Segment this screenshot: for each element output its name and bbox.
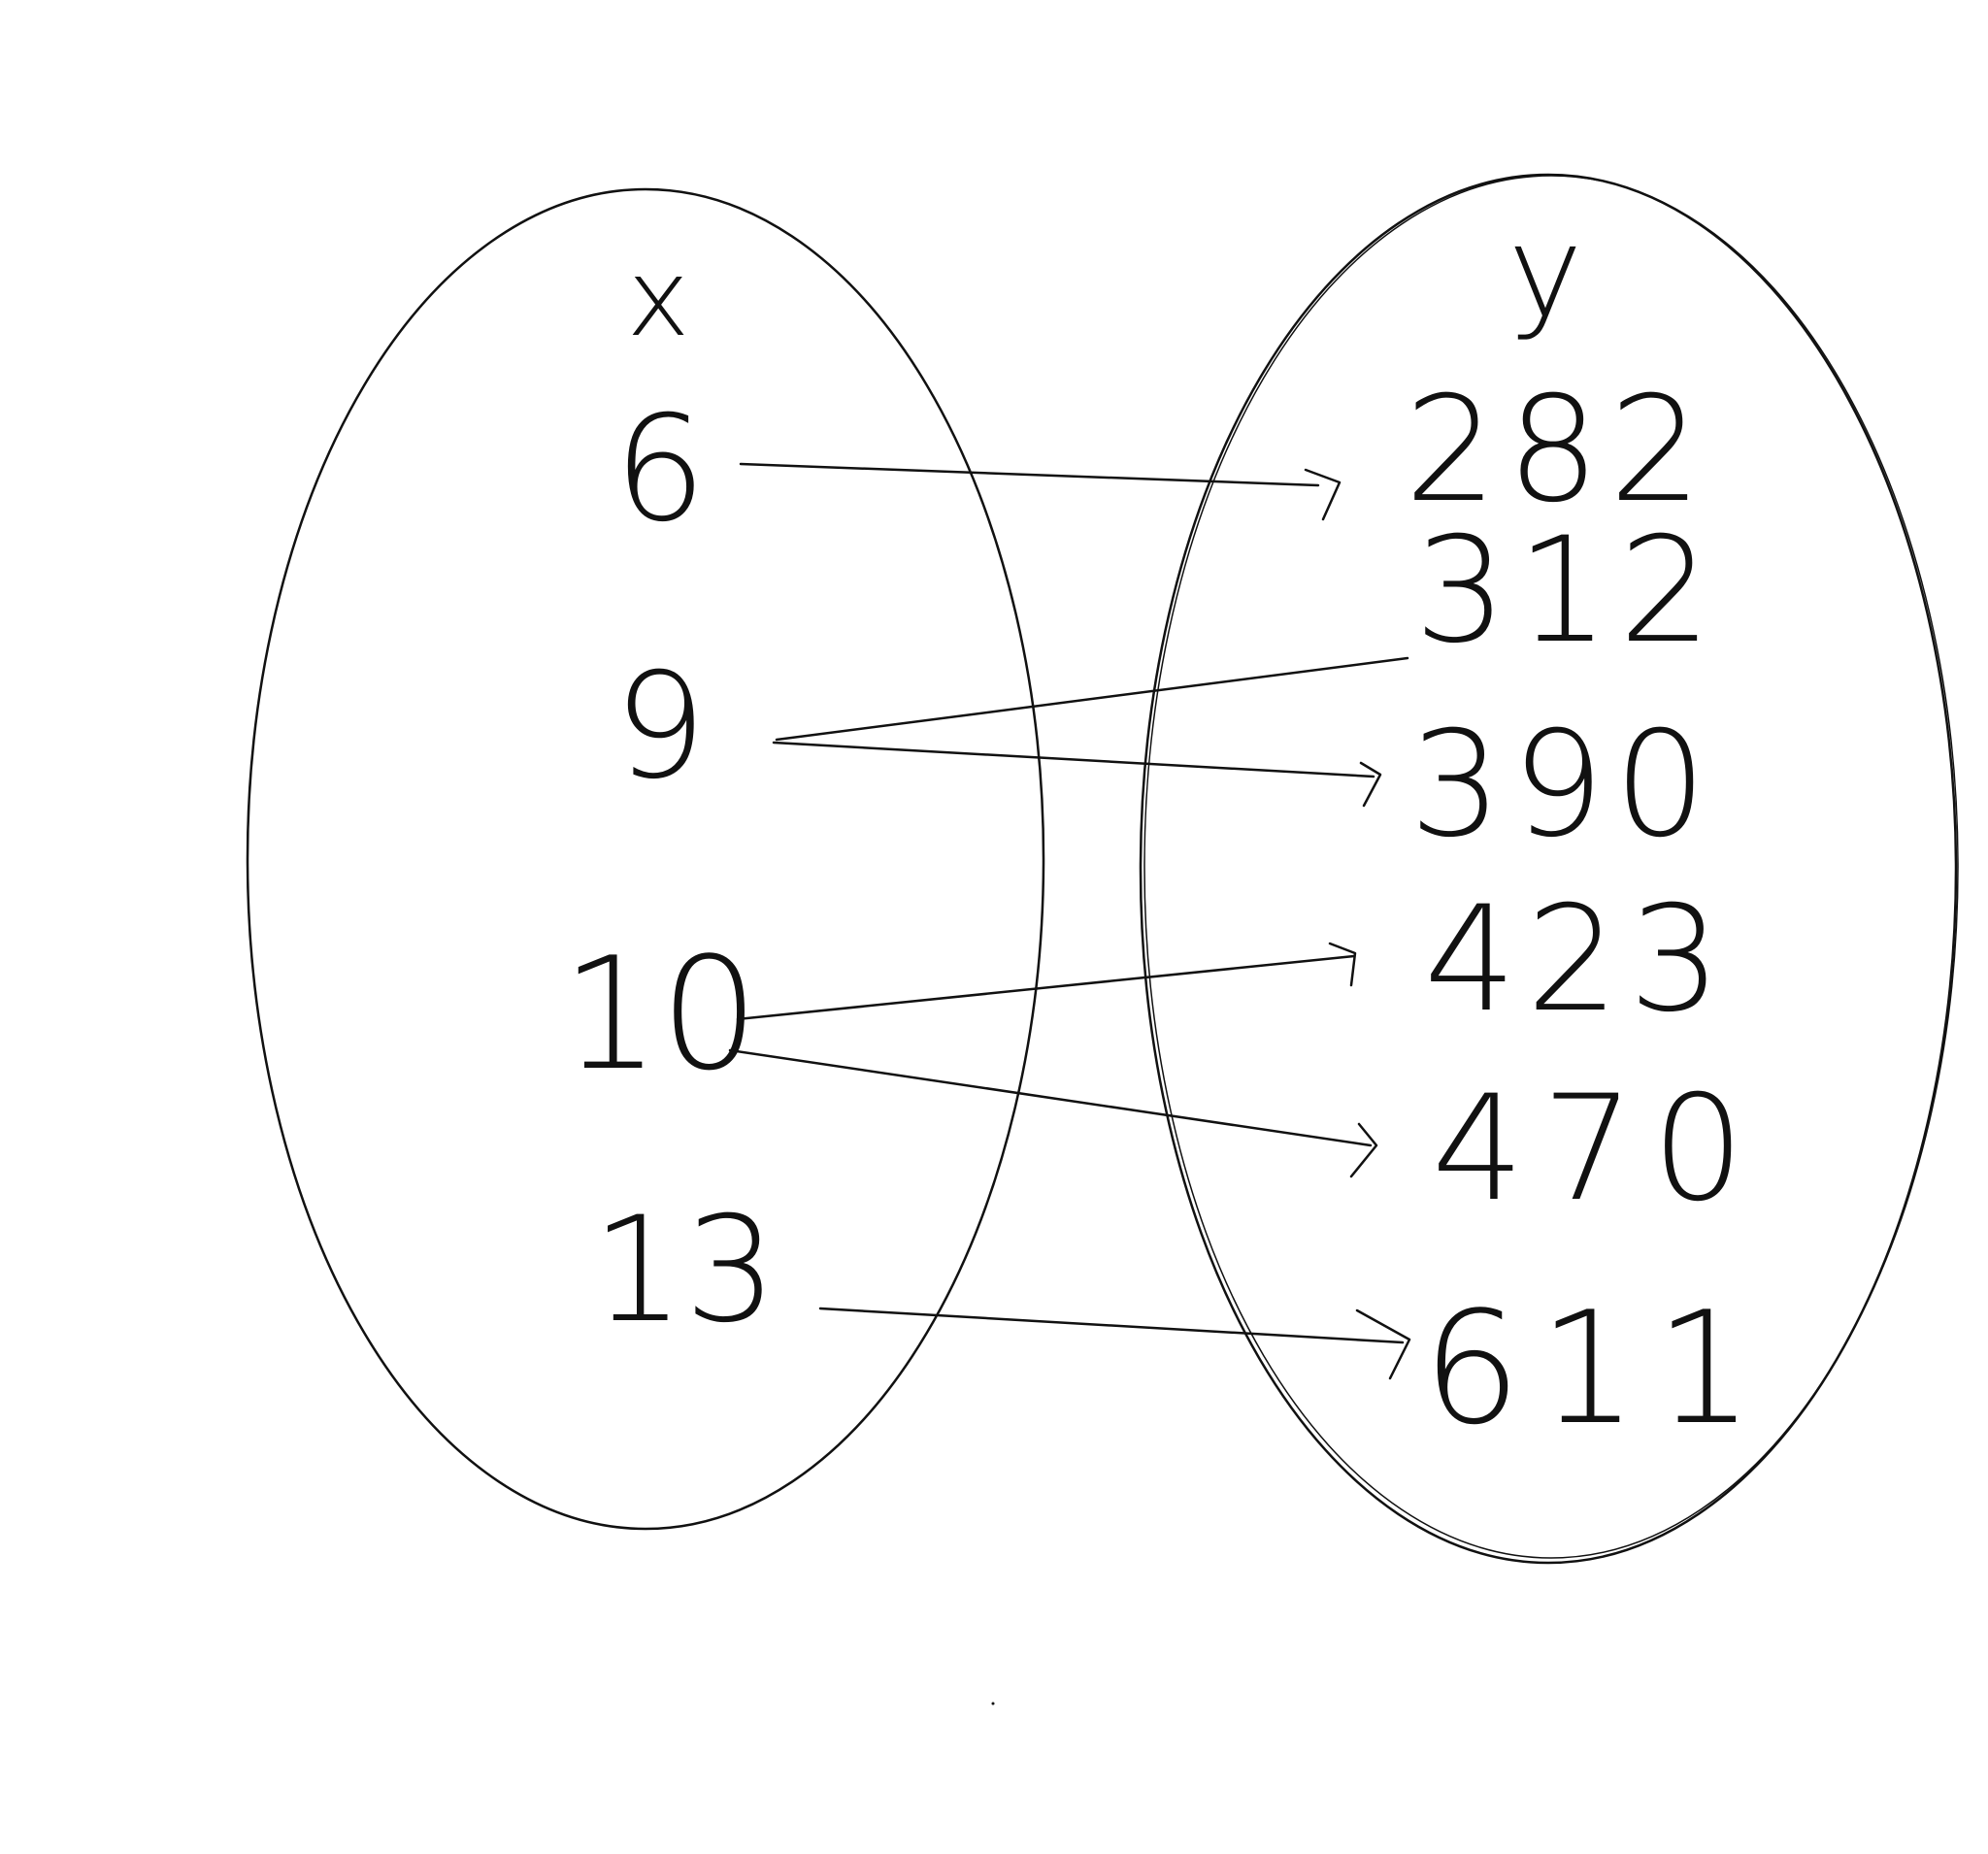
domain-element: 10 [561, 923, 759, 1105]
domain-element: 9 [613, 643, 706, 811]
arrowhead [1355, 1308, 1411, 1380]
mapping-arrow-9-to-390 [772, 741, 1375, 778]
range-element: 423 [1424, 876, 1731, 1044]
mapping-arrow-13-to-611 [818, 1307, 1405, 1344]
range-element: 390 [1409, 701, 1716, 870]
domain-set-ellipse [246, 187, 1045, 1531]
range-element: 312 [1414, 507, 1721, 676]
mapping-arrow-6-to-282 [739, 462, 1320, 487]
mapping-arrow-9-to-312 [775, 656, 1409, 742]
range-element: 470 [1432, 1065, 1762, 1234]
range-set-label: y [1508, 198, 1583, 346]
arrowhead [1359, 761, 1382, 808]
range-element: 282 [1405, 366, 1711, 535]
domain-element: 6 [613, 385, 706, 554]
range-set-ellipse-overstroke [1143, 175, 1959, 1559]
domain-set-label: x [626, 236, 689, 360]
arrowhead [1349, 1122, 1378, 1178]
arrowhead [1304, 468, 1342, 521]
stray-mark [991, 1702, 995, 1705]
arrowhead [1328, 942, 1357, 987]
range-element: 611 [1422, 1277, 1771, 1459]
domain-element: 13 [592, 1186, 778, 1355]
range-set-ellipse [1139, 173, 1958, 1565]
mapping-arrow-10-to-423 [736, 954, 1356, 1021]
mapping-arrow-10-to-470 [728, 1048, 1373, 1147]
